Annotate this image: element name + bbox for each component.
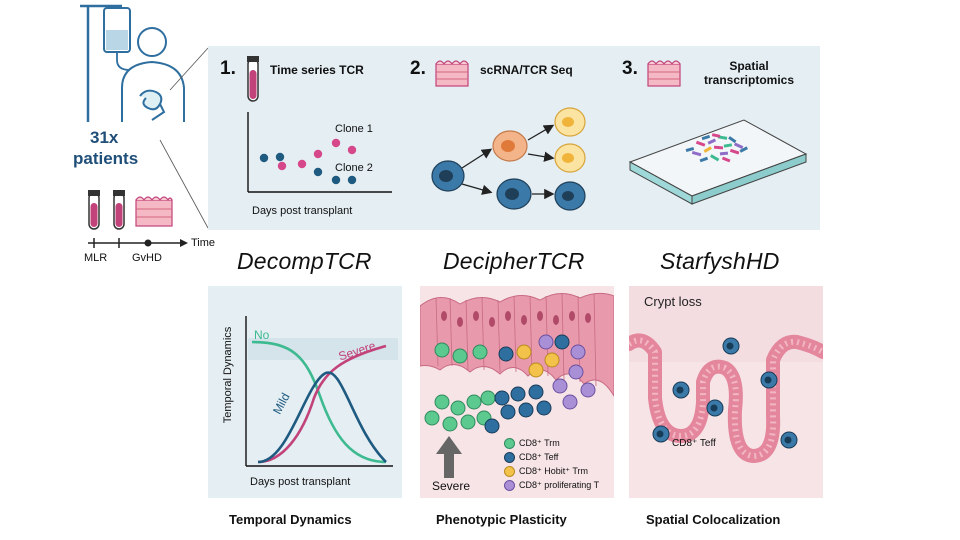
cohort-count: 31x — [90, 128, 119, 147]
tissue-crypt-illustration — [420, 286, 614, 498]
scatter-xlabel: Days post transplant — [252, 205, 353, 217]
legend-label: CD8⁺ Trm — [519, 437, 560, 448]
legend-swatch — [504, 465, 515, 477]
timeline-label-time: Time — [191, 237, 216, 249]
curve-label-no: No — [254, 328, 270, 342]
trm-cell-icon — [554, 107, 586, 137]
caption-temporal-dynamics: Temporal Dynamics — [229, 512, 352, 527]
step-title: scRNA/TCR Seq — [480, 63, 573, 77]
clone-1-points — [277, 138, 357, 171]
tissue-section-spots — [685, 133, 749, 163]
step-title-line: transcriptomics — [703, 73, 795, 87]
teff-cells — [484, 334, 570, 434]
method-name-decomptcr: DecompTCR — [237, 248, 372, 274]
step-title: Time series TCR — [270, 63, 364, 77]
spatial-colocalization-panel — [629, 286, 823, 498]
temporal-xlabel: Days post transplant — [250, 476, 351, 488]
cohort-patients-label: patients — [73, 149, 139, 168]
curve-severe — [257, 344, 387, 464]
step-number: 1. — [220, 58, 236, 79]
time-series-scatter — [247, 112, 392, 193]
legend-item: CD8⁺ Trm — [504, 436, 599, 450]
trm-cell-icon — [554, 143, 586, 173]
method-name-deciphertcr: DecipherTCR — [443, 248, 585, 274]
legend-swatch — [504, 479, 515, 491]
severity-arrow-icon — [436, 436, 462, 478]
legend-label: CD8⁺ Teff — [519, 451, 559, 462]
legend-swatch — [504, 451, 515, 463]
step-number: 2. — [410, 58, 426, 79]
spatial-slide-illustration — [628, 119, 808, 205]
trm-cells — [424, 342, 496, 432]
blood-tube-icon — [113, 190, 125, 230]
legend-label: CD8⁺ Hobit⁺ Trm — [519, 465, 589, 476]
legend-item: CD8⁺ Teff — [504, 450, 599, 464]
timeline-label-mlr: MLR — [84, 252, 108, 264]
crypt-loss-illustration — [629, 286, 823, 498]
patient-cohort-illustration — [80, 4, 188, 248]
temporal-dynamics-plot — [245, 316, 398, 467]
legend-label: CD8⁺ proliferating T — [519, 479, 600, 490]
tissue-block-icon — [135, 196, 173, 227]
hobit-trm-cells — [516, 344, 560, 378]
step-title-line: Spatial — [729, 59, 769, 73]
step-number: 3. — [622, 58, 638, 79]
clone-2-points — [259, 152, 357, 185]
severity-arrow-label: Severe — [432, 479, 471, 493]
temporal-ylabel: Temporal Dynamics — [222, 326, 234, 424]
blood-tube-icon — [88, 190, 100, 230]
method-name-starfyshhd: StarfyshHD — [660, 248, 780, 274]
temporal-dynamics-panel — [208, 286, 402, 498]
intermediate-cell-icon — [492, 130, 528, 162]
proliferating-cells — [538, 334, 596, 410]
caption-spatial-colocalization: Spatial Colocalization — [646, 512, 781, 527]
crypt-loss-title: Crypt loss — [644, 294, 702, 309]
clone-2-label: Clone 2 — [335, 162, 373, 174]
teff-cells — [652, 337, 798, 449]
naive-cell-icon — [431, 160, 465, 192]
legend-item: CD8⁺ Hobit⁺ Trm — [504, 464, 599, 478]
clone-1-label: Clone 1 — [335, 123, 373, 135]
cell-type-legend: CD8⁺ Trm CD8⁺ Teff CD8⁺ Hobit⁺ Trm CD8⁺ … — [504, 436, 599, 492]
step-title: Spatial transcriptomics — [694, 59, 804, 87]
legend-swatch — [504, 437, 515, 449]
timeline-label-gvhd: GvHD — [132, 252, 162, 264]
legend-item: CD8⁺ proliferating T — [504, 478, 599, 492]
teff-cell-icon — [554, 181, 586, 211]
tissue-block-icon — [647, 60, 681, 87]
person-head-icon — [137, 27, 167, 57]
phenotypic-plasticity-panel — [420, 286, 614, 498]
teff-cell-icon — [496, 178, 532, 210]
blood-tube-icon — [247, 56, 259, 102]
caption-phenotypic-plasticity: Phenotypic Plasticity — [436, 512, 567, 527]
teff-cell-label: CD8⁺ Teff — [672, 438, 716, 449]
cell-differentiation-diagram — [431, 107, 586, 211]
curve-mild — [257, 371, 387, 464]
tissue-block-icon — [435, 60, 469, 87]
curve-no — [251, 340, 387, 464]
